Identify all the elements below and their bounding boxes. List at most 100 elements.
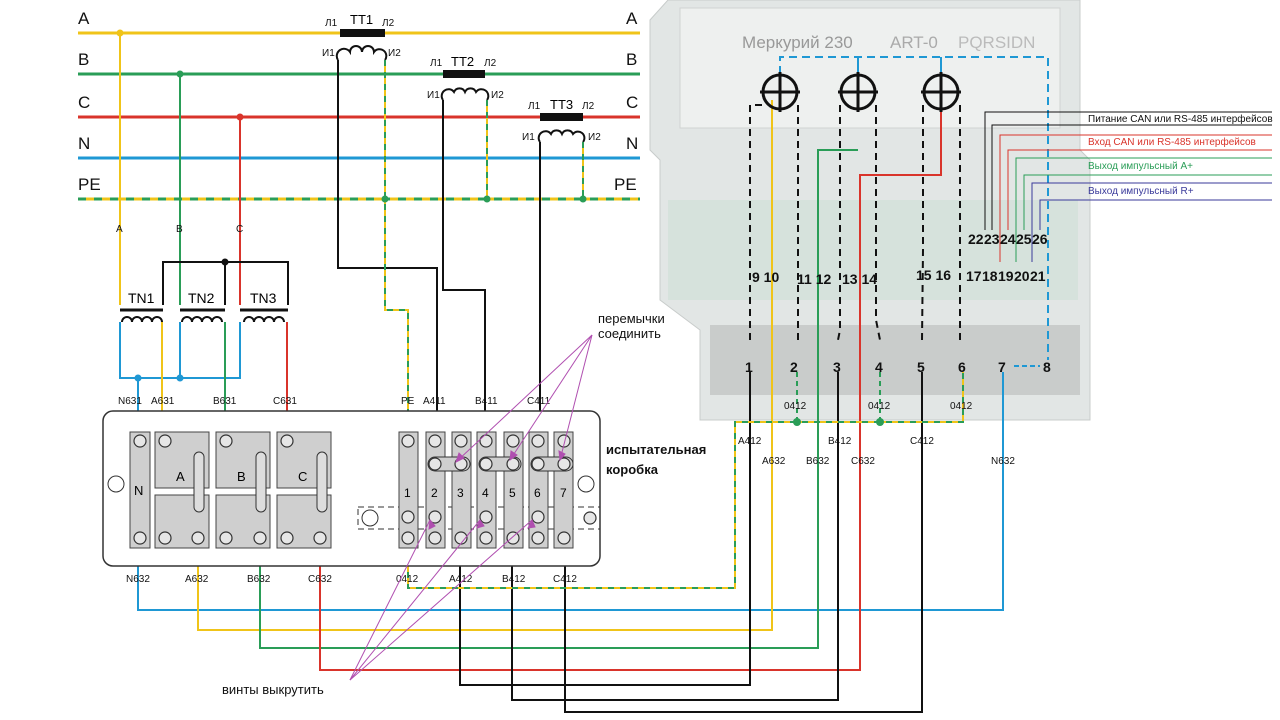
label-n632: N632 xyxy=(126,574,150,585)
wire-label-b412: B412 xyxy=(828,436,852,447)
tt2-l2: Л2 xyxy=(484,58,497,69)
bus-label-a: A xyxy=(78,9,90,28)
power-buses: A B C N PE A B C N PE xyxy=(78,9,640,201)
current-transformers xyxy=(335,29,587,432)
tt3-l2: Л2 xyxy=(582,101,595,112)
interface-19: 19 xyxy=(998,268,1014,284)
output-label-pulse-r: Выход импульсный R+ xyxy=(1088,186,1194,197)
meter-terminal-6: 6 xyxy=(958,359,966,375)
meter-terminal-15-16: 15 16 xyxy=(916,267,951,283)
wire-label-0412-1: 0412 xyxy=(784,401,807,412)
interface-24: 24 xyxy=(1000,231,1016,247)
test-box-top-labels: N631 A631 B631 C631 PE A411 B411 C411 xyxy=(118,396,551,407)
block-3: 3 xyxy=(457,486,464,500)
annotation-lines xyxy=(349,334,593,681)
tt3-i1: И1 xyxy=(522,132,535,143)
interface-17: 17 xyxy=(966,268,982,284)
tt3-i2: И2 xyxy=(588,132,601,143)
test-box-title-line1: испытательная xyxy=(606,442,706,457)
label-a631: A631 xyxy=(151,396,175,407)
interface-20: 20 xyxy=(1014,268,1030,284)
wire-label-0412-2: 0412 xyxy=(868,401,891,412)
interface-26: 26 xyxy=(1032,231,1048,247)
label-b632: B632 xyxy=(247,574,271,585)
bus-label-n: N xyxy=(78,134,90,153)
bus-label-n-right: N xyxy=(626,134,638,153)
block-5: 5 xyxy=(509,486,516,500)
label-n631: N631 xyxy=(118,396,142,407)
meter-model-suffix: PQRSIDN xyxy=(958,33,1035,52)
wire-label-a412: A412 xyxy=(738,436,762,447)
tt1-i1: И1 xyxy=(322,48,335,59)
voltage-transformers xyxy=(116,29,289,432)
meter-terminals: 1 2 3 4 5 6 7 8 9 10 11 12 13 14 15 16 2… xyxy=(745,231,1051,375)
block-c: C xyxy=(298,469,307,484)
label-b631: B631 xyxy=(213,396,237,407)
interface-25: 25 xyxy=(1016,231,1032,247)
block-n: N xyxy=(134,483,143,498)
tn3-label: TN3 xyxy=(250,290,277,306)
interface-22: 22 xyxy=(968,231,984,247)
tt3-l1: Л1 xyxy=(528,101,541,112)
label-a632: A632 xyxy=(185,574,209,585)
test-box-bottom-labels: N632 A632 B632 C632 0412 A412 B412 C412 xyxy=(126,574,577,585)
block-7: 7 xyxy=(560,486,567,500)
label-pe: PE xyxy=(401,396,415,407)
wire-label-c412: C412 xyxy=(910,436,934,447)
wire-label-c632: C632 xyxy=(851,456,875,467)
label-c632: C632 xyxy=(308,574,332,585)
tt1-l1: Л1 xyxy=(325,18,338,29)
bus-label-b-right: B xyxy=(626,50,637,69)
tt1-i2: И2 xyxy=(388,48,401,59)
wire-label-b632: B632 xyxy=(806,456,830,467)
meter-brand: Меркурий 230 xyxy=(742,33,853,52)
output-label-can-power: Питание CAN или RS-485 интерфейсов xyxy=(1088,113,1273,125)
annotation-jumpers-line1: перемычки xyxy=(598,311,665,326)
bus-label-pe-right: PE xyxy=(614,175,637,194)
bus-label-pe: PE xyxy=(78,175,101,194)
label-a412: A412 xyxy=(449,574,473,585)
meter-measure-circles xyxy=(760,72,961,112)
interface-21: 21 xyxy=(1030,268,1046,284)
meter-terminal-8: 8 xyxy=(1043,359,1051,375)
tt2-i2: И2 xyxy=(491,90,504,101)
label-b411: B411 xyxy=(475,396,498,407)
block-4: 4 xyxy=(482,486,489,500)
meter-terminal-1: 1 xyxy=(745,359,753,375)
output-label-pulse-a: Выход импульсный A+ xyxy=(1088,161,1193,172)
annotation-jumpers-line2: соединить xyxy=(598,326,661,341)
block-6: 6 xyxy=(534,486,541,500)
block-b: B xyxy=(237,469,246,484)
wire-label-n632: N632 xyxy=(991,456,1015,467)
output-label-can-input: Вход CAN или RS-485 интерфейсов xyxy=(1088,136,1256,148)
tn2-label: TN2 xyxy=(188,290,215,306)
tap-label-b: B xyxy=(176,224,183,235)
bus-label-a-right: A xyxy=(626,9,638,28)
interface-18: 18 xyxy=(982,268,998,284)
label-c412: C412 xyxy=(553,574,577,585)
meter-terminal-13-14: 13 14 xyxy=(842,271,877,287)
label-a411: A411 xyxy=(423,396,446,407)
meter-terminal-11-12: 11 12 xyxy=(797,271,831,287)
meter-terminal-5: 5 xyxy=(917,359,925,375)
wire-label-a632: A632 xyxy=(762,456,786,467)
label-c631: C631 xyxy=(273,396,297,407)
bus-label-c: C xyxy=(78,93,90,112)
meter-terminal-3: 3 xyxy=(833,359,841,375)
tt1-label: TT1 xyxy=(350,12,373,27)
wire-label-0412-3: 0412 xyxy=(950,401,973,412)
test-box-title-line2: коробка xyxy=(606,462,659,477)
label-0412: 0412 xyxy=(396,574,419,585)
label-b412: B412 xyxy=(502,574,526,585)
meter-terminal-9-10: 9 10 xyxy=(752,269,779,285)
tap-label-c: C xyxy=(236,224,243,235)
annotation-screws: винты выкрутить xyxy=(222,682,324,697)
tt2-l1: Л1 xyxy=(430,58,443,69)
label-c411: C411 xyxy=(527,396,551,407)
bus-label-b: B xyxy=(78,50,89,69)
meter-model: ART-0 xyxy=(890,33,938,52)
test-box xyxy=(102,410,601,567)
block-2: 2 xyxy=(431,486,438,500)
interface-23: 23 xyxy=(984,231,1000,247)
